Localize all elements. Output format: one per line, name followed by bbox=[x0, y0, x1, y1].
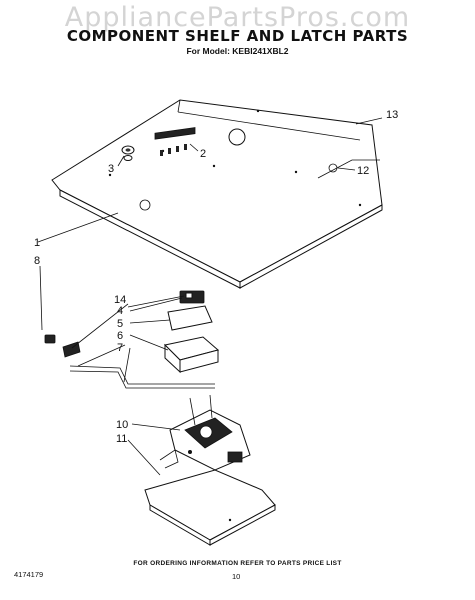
shelf-panel bbox=[51, 99, 383, 289]
callout-13: 13 bbox=[386, 109, 398, 121]
callout-labels: 13 2 3 12 1 8 14 4 5 6 7 10 11 bbox=[34, 109, 398, 445]
callout-11: 11 bbox=[116, 433, 127, 445]
callout-10: 10 bbox=[116, 419, 128, 431]
callout-4: 4 bbox=[117, 305, 123, 317]
callout-6: 6 bbox=[117, 330, 123, 342]
switch-small bbox=[44, 334, 81, 358]
callout-1: 1 bbox=[34, 237, 40, 249]
latch-mechanism bbox=[159, 394, 251, 471]
switch-cover bbox=[163, 336, 220, 374]
page-title: COMPONENT SHELF AND LATCH PARTS bbox=[66, 27, 409, 45]
leader-lines bbox=[37, 117, 383, 476]
callout-5: 5 bbox=[117, 318, 123, 330]
terminal-block bbox=[154, 127, 196, 156]
callout-12: 12 bbox=[357, 165, 369, 177]
page-number: 10 bbox=[232, 572, 241, 581]
callout-14: 14 bbox=[114, 294, 126, 306]
callout-7: 7 bbox=[117, 342, 123, 354]
bottom-cover-plate bbox=[144, 469, 276, 546]
model-subtitle: For Model: KEBI241XBL2 bbox=[186, 46, 289, 56]
watermark: AppliancePartsPros.com bbox=[64, 2, 411, 33]
bracket-plate bbox=[167, 305, 213, 331]
latch-switch bbox=[179, 290, 205, 304]
grommet bbox=[121, 145, 135, 161]
document-number: 4174179 bbox=[14, 570, 44, 579]
latch-rod bbox=[69, 365, 215, 389]
callout-3: 3 bbox=[108, 163, 114, 175]
callout-8: 8 bbox=[34, 255, 40, 267]
callout-2: 2 bbox=[200, 148, 206, 160]
ordering-note: FOR ORDERING INFORMATION REFER TO PARTS … bbox=[133, 560, 342, 567]
